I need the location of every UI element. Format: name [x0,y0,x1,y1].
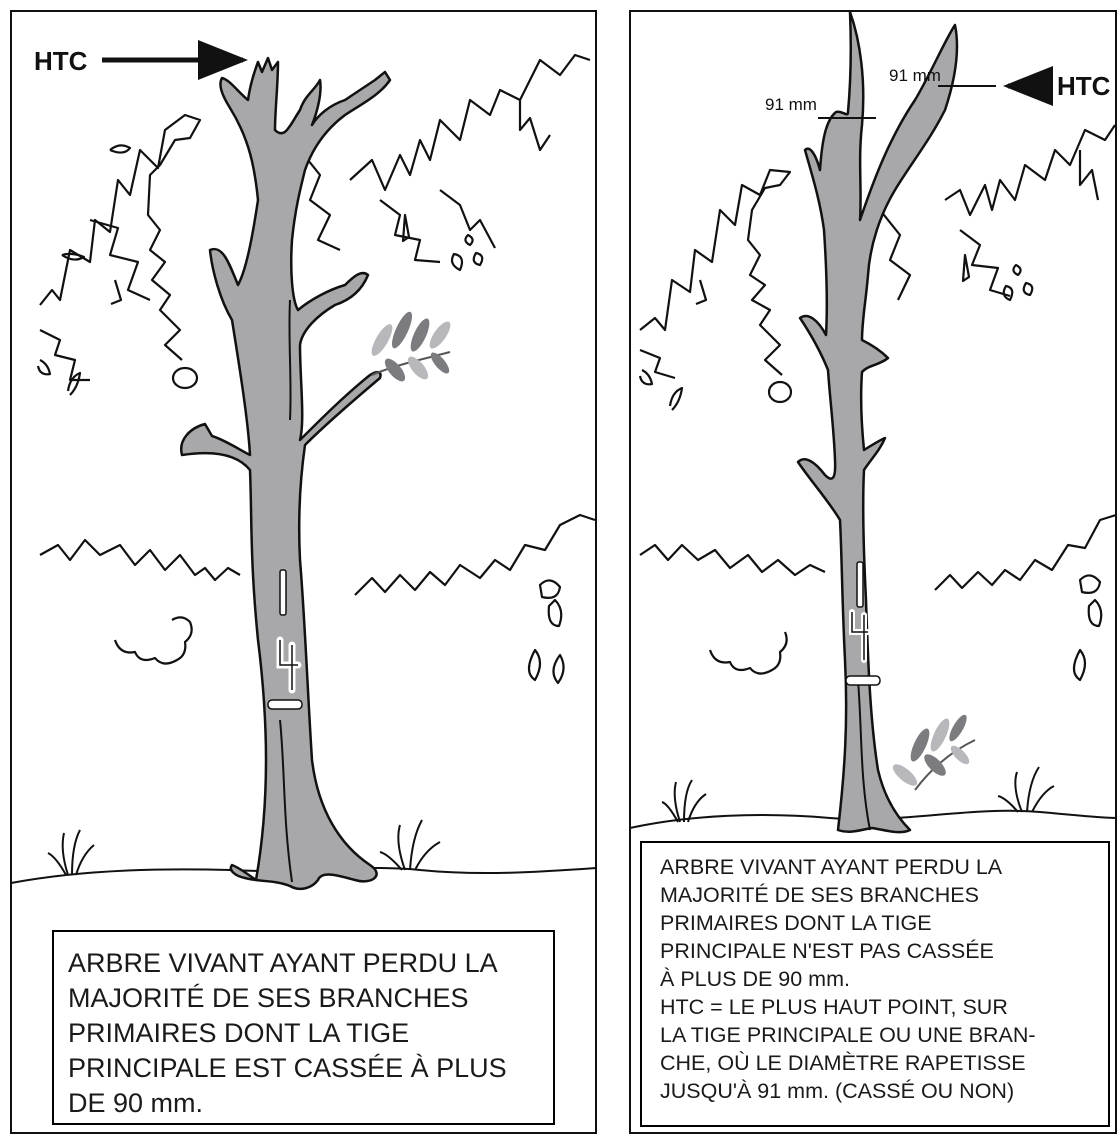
left-panel-border [10,10,597,1134]
left-htc-label: HTC [34,46,88,76]
right-measure-label-1: 91 mm [765,95,817,114]
right-tree-trunk [796,10,959,834]
right-caption-line: ARBRE VIVANT AYANT PERDU LA [660,855,1003,879]
left-bark-detail [279,299,293,883]
right-tree-tag [845,561,881,686]
right-caption-line: JUSQU'À 91 mm. (CASSÉ OU NON) [660,1079,1015,1103]
right-caption-line: PRINCIPALE N'EST PAS CASSÉE [660,939,994,963]
right-foliage [638,124,1117,682]
right-caption-line: CHE, OÙ LE DIAMÈTRE RAPETISSE [660,1051,1026,1075]
left-foliage [36,53,596,685]
right-grass [661,766,1055,823]
left-leaf-spray [371,311,451,382]
left-grass [47,819,441,876]
right-leaf-spray [892,714,976,791]
left-caption-box: ARBRE VIVANT AYANT PERDU LA MAJORITÉ DE … [52,930,555,1125]
right-caption-line: MAJORITÉ DE SES BRANCHES [660,883,979,907]
right-caption-line: LA TIGE PRINCIPALE OU UNE BRAN- [660,1023,1036,1047]
left-panel: HTC [10,10,597,1134]
right-caption-box: ARBRE VIVANT AYANT PERDU LA MAJORITÉ DE … [640,841,1110,1127]
left-caption-text: ARBRE VIVANT AYANT PERDU LA MAJORITÉ DE … [68,948,507,1118]
right-panel: HTC [629,10,1117,1134]
right-measure-label-2: 91 mm [889,66,941,85]
right-caption-line: PRIMAIRES DONT LA TIGE [660,911,932,935]
right-caption-line: À PLUS DE 90 mm. [660,967,850,991]
right-panel-border [629,10,1117,1134]
right-bark-detail [857,679,871,831]
left-tree-tag [267,569,303,710]
left-tree-trunk [179,56,392,891]
right-htc-label: HTC [1057,71,1111,101]
right-caption-line: HTC = LE PLUS HAUT POINT, SUR [660,995,1008,1019]
